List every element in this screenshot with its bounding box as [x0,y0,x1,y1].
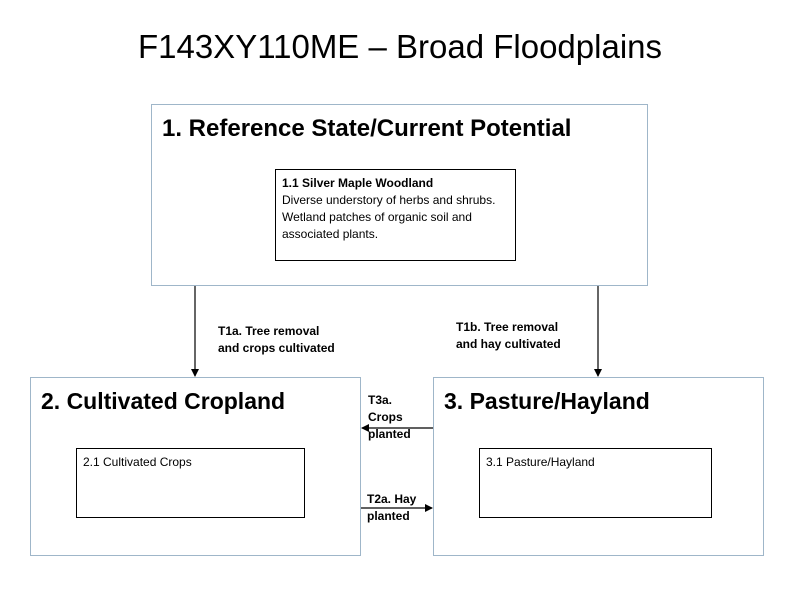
phase-2-1-title: 2.1 Cultivated Crops [83,455,192,469]
transition-t3a-line1: T3a. [368,393,393,407]
phase-3-1-box: 3.1 Pasture/Hayland [479,448,712,518]
diagram-title: F143XY110ME – Broad Floodplains [137,28,663,65]
phase-1-1-description: Diverse understory of herbs and shrubs. … [282,193,496,241]
phase-1-1-box: 1.1 Silver Maple Woodland Diverse unders… [275,169,516,261]
transition-t2a-line1: T2a. Hay [367,492,417,506]
state-1-box: 1. Reference State/Current Potential 1.1… [151,104,648,286]
transition-t1a-line2: and crops cultivated [218,341,335,355]
state-2-title: 2. Cultivated Cropland [41,388,286,414]
state-2-box: 2. Cultivated Cropland 2.1 Cultivated Cr… [30,377,361,556]
phase-2-1-box: 2.1 Cultivated Crops [76,448,305,518]
state-1-title: 1. Reference State/Current Potential [162,115,572,142]
transition-t3a-line2: Crops [368,410,403,424]
transition-t2a-label: T2a. Hay planted [367,491,416,525]
phase-3-1-title: 3.1 Pasture/Hayland [486,455,595,469]
transition-t3a-label: T3a. Crops planted [368,392,411,443]
transition-t1b-label: T1b. Tree removal and hay cultivated [456,319,561,353]
transition-t1b-line1: T1b. Tree removal [456,320,559,334]
transition-t3a-line3: planted [368,427,411,441]
phase-1-1-title: 1.1 Silver Maple Woodland [282,176,434,190]
state-3-box: 3. Pasture/Hayland 3.1 Pasture/Hayland [433,377,764,556]
state-3-title: 3. Pasture/Hayland [444,388,650,414]
transition-t1a-line1: T1a. Tree removal [218,324,320,338]
transition-t1b-line2: and hay cultivated [456,337,561,351]
transition-t1a-label: T1a. Tree removal and crops cultivated [218,323,335,357]
transition-t2a-line2: planted [367,509,410,523]
